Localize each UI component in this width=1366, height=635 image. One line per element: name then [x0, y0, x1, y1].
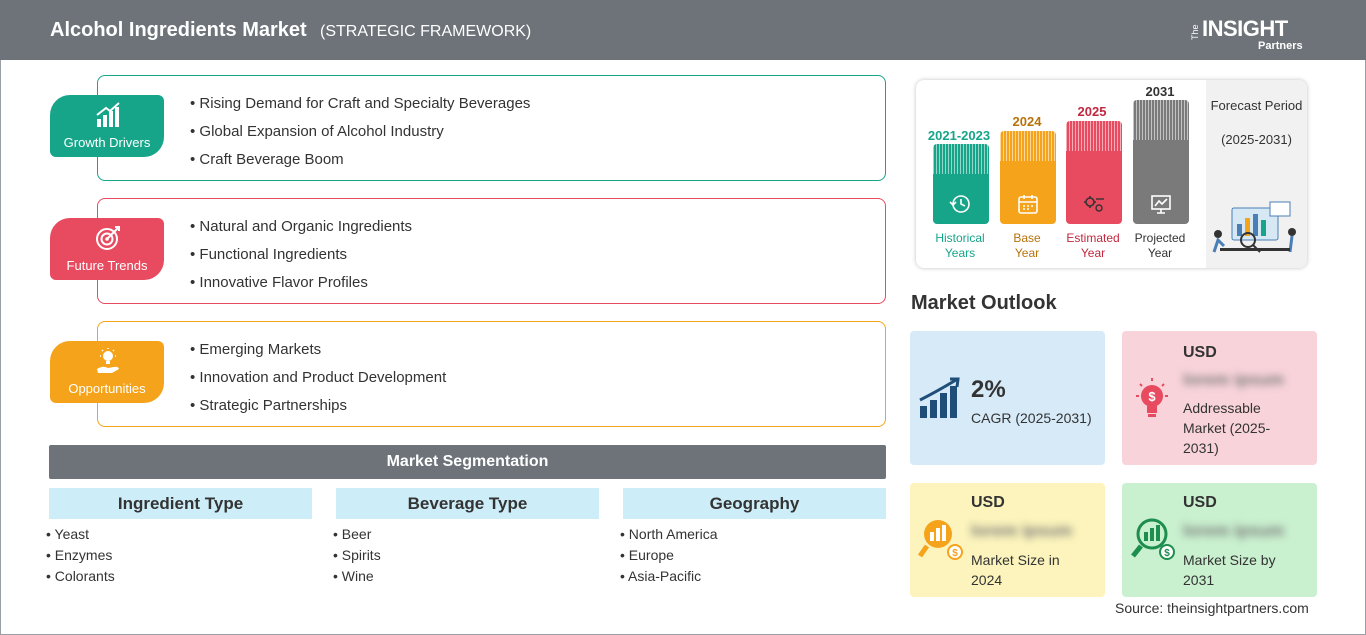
svg-text:$: $: [1164, 548, 1170, 559]
list-item: • Rising Demand for Craft and Specialty …: [190, 95, 531, 112]
segment-heading-beverage: Beverage Type: [336, 488, 599, 519]
list-item: • Functional Ingredients: [190, 246, 348, 263]
list-item: • Beer: [333, 526, 372, 542]
logo-partners: Partners: [1258, 40, 1303, 52]
historical-bar: [933, 144, 989, 224]
list-item: • Enzymes: [46, 547, 113, 563]
lightbulb-hand-icon: [97, 348, 119, 373]
list-item: • Innovation and Product Development: [190, 369, 447, 386]
size-2024-value: lorem ipsum: [971, 521, 1073, 540]
geography-list: • North America • Europe • Asia-Pacific: [620, 526, 718, 589]
list-item: • Spirits: [333, 547, 381, 563]
future-trends-badge: Future Trends: [50, 218, 164, 280]
list-item: • Yeast: [46, 526, 90, 542]
growth-drivers-label: Growth Drivers: [63, 135, 151, 150]
list-item: • Craft Beverage Boom: [190, 151, 344, 168]
market-outlook-title: Market Outlook: [911, 292, 1057, 314]
beverage-type-list: • Beer • Spirits • Wine: [333, 526, 381, 589]
forecast-period-range: (2025-2031): [1221, 132, 1292, 147]
growth-drivers-list: • Rising Demand for Craft and Specialty …: [190, 95, 530, 179]
list-item: • Colorants: [46, 568, 115, 584]
growth-drivers-badge: Growth Drivers: [50, 95, 164, 157]
market-size-2024-card: $ USD lorem ipsum Market Size in 2024: [910, 483, 1105, 597]
opportunities-badge: Opportunities: [50, 341, 164, 403]
addressable-usd: USD: [1183, 344, 1217, 361]
size-2031-label: Market Size by 2031: [1183, 552, 1276, 588]
future-trends-label: Future Trends: [66, 258, 148, 273]
ingredient-type-list: • Yeast • Enzymes • Colorants: [46, 526, 115, 589]
money-bulb-icon: $: [1136, 378, 1168, 417]
future-trends-list: • Natural and Organic Ingredients • Func…: [190, 218, 412, 302]
size-2024-label: Market Size in 2024: [971, 552, 1060, 588]
page-subtitle: (STRATEGIC FRAMEWORK): [320, 23, 532, 40]
page-title: Alcohol Ingredients Market: [50, 19, 307, 41]
list-item: • Innovative Flavor Profiles: [190, 274, 368, 291]
list-item: • Wine: [333, 568, 374, 584]
svg-text:$: $: [1148, 389, 1156, 404]
growth-bars-icon: [919, 377, 960, 418]
estimate-gears-icon: [1084, 196, 1104, 212]
growth-chart-icon: [96, 102, 120, 127]
insight-partners-logo: The INSIGHT Partners: [1190, 10, 1320, 54]
segment-heading-ingredient: Ingredient Type: [49, 488, 312, 519]
addressable-label: Addressable Market (2025-2031): [1183, 400, 1271, 456]
historical-year: 2021-2023: [927, 128, 991, 143]
opportunities-list: • Emerging Markets • Innovation and Prod…: [190, 341, 446, 425]
magnifier-chart-icon: $: [918, 520, 963, 560]
svg-text:$: $: [952, 548, 958, 559]
list-item: • Emerging Markets: [190, 341, 322, 358]
calendar-icon: [1018, 195, 1038, 214]
list-item: • Global Expansion of Alcohol Industry: [190, 123, 444, 140]
addressable-market-card: $ USD lorem ipsum Addressable Market (20…: [1122, 331, 1317, 465]
base-year: 2024: [1012, 114, 1042, 129]
header-bar: Alcohol Ingredients Market (STRATEGIC FR…: [0, 0, 1366, 60]
cagr-value: 2%: [971, 376, 1006, 403]
analyst-dashboard-icon: [1212, 201, 1296, 253]
logo-the: The: [1190, 24, 1200, 40]
magnifier-chart-icon: $: [1131, 518, 1175, 560]
cagr-label: CAGR (2025-2031): [971, 410, 1092, 426]
opportunities-label: Opportunities: [68, 381, 146, 396]
market-segmentation-bar: Market Segmentation: [49, 445, 886, 479]
estimated-year: 2025: [1077, 104, 1107, 119]
projected-year: 2031: [1145, 84, 1175, 99]
size-2031-value: lorem ipsum: [1183, 521, 1285, 540]
size-2031-usd: USD: [1183, 494, 1217, 511]
forecast-period-title: Forecast Period: [1210, 98, 1303, 113]
list-item: • Strategic Partnerships: [190, 397, 347, 414]
logo-insight: INSIGHT: [1202, 16, 1288, 41]
market-size-2031-card: $ USD lorem ipsum Market Size by 2031: [1122, 483, 1317, 597]
cagr-card: 2% CAGR (2025-2031): [910, 331, 1105, 465]
list-item: • Natural and Organic Ingredients: [190, 218, 413, 235]
list-item: • Europe: [620, 547, 674, 563]
projection-chart-icon: [1151, 195, 1171, 214]
list-item: • North America: [620, 526, 718, 542]
estimated-bar: [1066, 121, 1122, 224]
size-2024-usd: USD: [971, 494, 1005, 511]
source-link[interactable]: Source: theinsightpartners.com: [1115, 600, 1309, 616]
target-icon: [96, 226, 120, 250]
history-clock-icon: [949, 195, 970, 213]
segment-heading-geography: Geography: [623, 488, 886, 519]
addressable-value: lorem ipsum: [1183, 370, 1285, 389]
list-item: • Asia-Pacific: [620, 568, 702, 584]
